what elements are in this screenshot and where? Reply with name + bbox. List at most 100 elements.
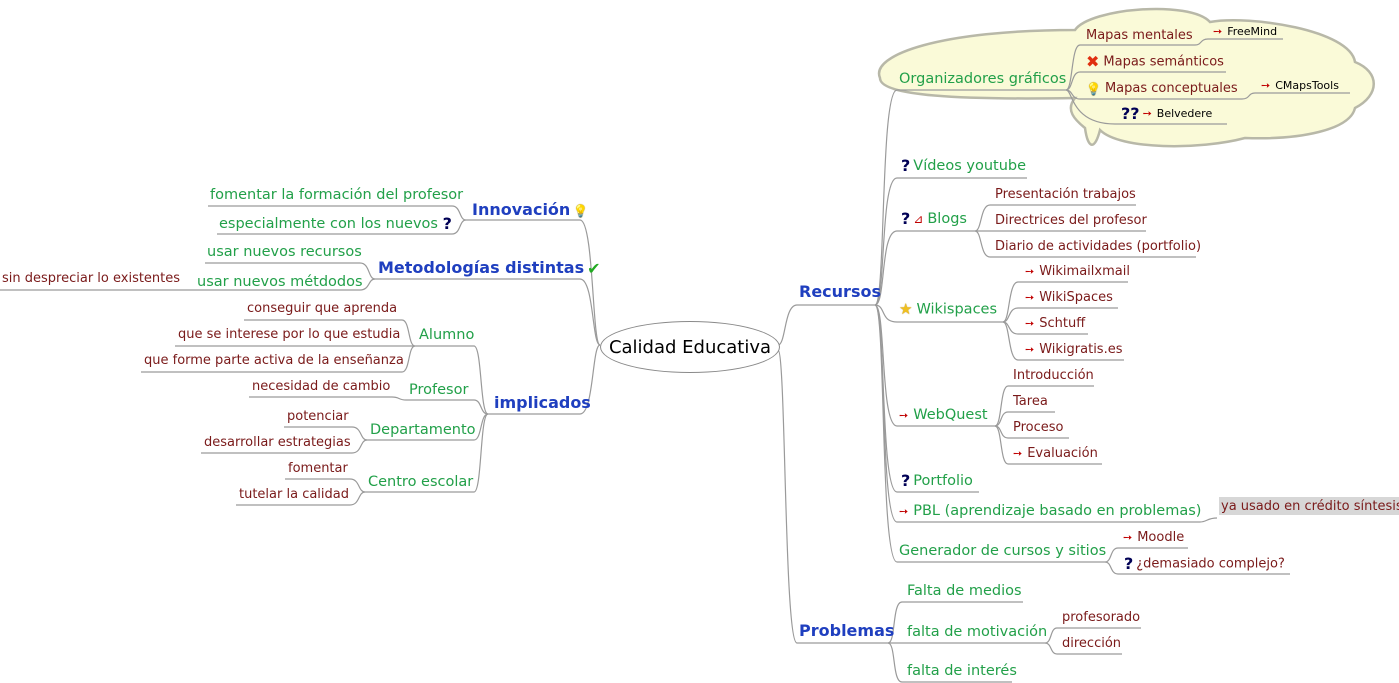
arrow-icon: ➙	[1123, 531, 1133, 544]
node-problemas[interactable]: Problemas	[799, 621, 895, 640]
node-alumno[interactable]: Alumno	[419, 327, 475, 343]
node-sin-despreciar[interactable]: sin despreciar lo existentes	[2, 271, 181, 286]
node-pbl-label: PBL (aprendizaje basado en problemas)	[913, 503, 1202, 519]
node-demasiado-complejo[interactable]: ?¿demasiado complejo?	[1124, 556, 1285, 572]
node-profesorado[interactable]: profesorado	[1062, 610, 1141, 625]
node-forme-parte[interactable]: que forme parte activa de la enseñanza	[144, 353, 404, 368]
question-icon: ?	[901, 156, 911, 175]
question-icon: ?	[1121, 104, 1131, 123]
node-webquest-label: WebQuest	[913, 407, 988, 423]
node-moodle[interactable]: ➙Moodle	[1123, 531, 1184, 544]
node-usar-recursos[interactable]: usar nuevos recursos	[207, 244, 362, 260]
cross-icon: ✖	[1086, 52, 1100, 71]
node-evaluacion[interactable]: ➙ Evaluación	[1013, 447, 1098, 460]
node-belvedere[interactable]: ??➙Belvedere	[1121, 106, 1212, 122]
cloud-shape	[877, 7, 1375, 148]
node-potenciar[interactable]: potenciar	[287, 409, 349, 424]
node-portfolio-label: Portfolio	[913, 473, 973, 489]
node-falta-medios[interactable]: Falta de medios	[907, 583, 1022, 599]
node-tarea[interactable]: Tarea	[1013, 394, 1048, 409]
node-recursos[interactable]: Recursos	[799, 282, 881, 301]
root-node[interactable]: Calidad Educativa	[600, 321, 780, 373]
node-diario-actividades[interactable]: Diario de actividades (portfolio)	[995, 239, 1202, 254]
idea-icon: 💡	[573, 203, 589, 218]
node-profesor[interactable]: Profesor	[409, 382, 469, 398]
node-freemind[interactable]: ➙ FreeMind	[1213, 26, 1277, 37]
node-especialmente-nuevos[interactable]: especialmente con los nuevos ?	[219, 216, 455, 232]
node-proceso[interactable]: Proceso	[1013, 420, 1064, 435]
node-demasiado-complejo-label: ¿demasiado complejo?	[1136, 556, 1285, 572]
question-icon: ?	[901, 471, 911, 490]
node-cmapstools-label: CMapsTools	[1275, 79, 1339, 92]
node-cmapstools[interactable]: ➙CMapsTools	[1261, 80, 1339, 91]
question-icon: ?	[901, 209, 911, 228]
node-freemind-label: FreeMind	[1227, 25, 1278, 38]
node-metodologias[interactable]: Metodologías distintas✔	[378, 260, 601, 277]
arrow-icon: ➙	[899, 505, 909, 518]
arrow-icon: ➙	[1025, 317, 1035, 330]
arrow-icon: ➙	[1013, 447, 1023, 460]
node-introduccion[interactable]: Introducción	[1013, 368, 1094, 383]
node-departamento[interactable]: Departamento	[370, 422, 476, 438]
node-directrices-profesor[interactable]: Directrices del profesor	[995, 213, 1147, 228]
node-portfolio[interactable]: ?Portfolio	[901, 473, 973, 489]
node-evaluacion-label: Evaluación	[1027, 446, 1098, 461]
node-generador[interactable]: Generador de cursos y sitios	[899, 543, 1107, 559]
node-wikigratis-label: Wikigratis.es	[1039, 342, 1123, 357]
node-mapas-mentales[interactable]: Mapas mentales	[1086, 28, 1193, 43]
arrow-icon: ➙	[1025, 291, 1035, 304]
node-mapas-conceptuales-label: Mapas conceptuales	[1104, 81, 1238, 96]
arrow-icon: ➙	[1025, 343, 1035, 356]
node-organizadores[interactable]: Organizadores gráficos	[899, 71, 1067, 87]
node-wikispaces-child[interactable]: ➙ WikiSpaces	[1025, 291, 1113, 304]
node-schtuff[interactable]: ➙Schtuff	[1025, 317, 1085, 330]
node-fomentar[interactable]: fomentar	[288, 461, 348, 476]
check-icon: ✔	[587, 258, 601, 278]
arrow-icon: ➙	[1025, 265, 1035, 278]
node-innovacion[interactable]: Innovación💡	[472, 202, 588, 218]
node-wikispaces-label: Wikispaces	[916, 301, 998, 318]
flag-icon: ⊿	[913, 212, 924, 226]
node-direccion[interactable]: dirección	[1062, 636, 1122, 651]
node-wikispaces-child-label: WikiSpaces	[1039, 290, 1113, 305]
question-icon: ?	[1124, 554, 1134, 573]
node-falta-motivacion[interactable]: falta de motivación	[907, 624, 1048, 640]
node-presentacion-trabajos[interactable]: Presentación trabajos	[995, 187, 1136, 202]
node-blogs-label: Blogs	[927, 211, 967, 227]
arrow-icon: ➙	[1213, 25, 1223, 38]
node-webquest[interactable]: ➙ WebQuest	[899, 408, 988, 423]
node-metodologias-label: Metodologías distintas	[378, 258, 585, 277]
question-icon: ?	[442, 214, 452, 233]
node-desarrollar-estrategias[interactable]: desarrollar estrategias	[204, 435, 351, 450]
node-fomentar-formacion[interactable]: fomentar la formación del profesor	[210, 187, 464, 203]
node-belvedere-label: Belvedere	[1156, 107, 1213, 120]
arrow-icon: ➙	[899, 409, 909, 422]
node-se-interese[interactable]: que se interese por lo que estudia	[178, 327, 401, 342]
node-mapas-semanticos-label: Mapas semánticos	[1103, 54, 1224, 70]
node-videos-youtube[interactable]: ?Vídeos youtube	[901, 158, 1026, 174]
node-mapas-conceptuales[interactable]: 💡Mapas conceptuales	[1086, 82, 1238, 95]
node-pbl-note[interactable]: ya usado en crédito síntesis	[1219, 497, 1399, 515]
node-wikigratis[interactable]: ➙ Wikigratis.es	[1025, 343, 1123, 356]
node-falta-interes[interactable]: falta de interés	[907, 663, 1017, 679]
node-tutelar-calidad[interactable]: tutelar la calidad	[239, 487, 350, 502]
node-pbl[interactable]: ➙ PBL (aprendizaje basado en problemas)	[899, 504, 1201, 519]
arrow-icon: ➙	[1142, 107, 1152, 120]
node-innovacion-label: Innovación	[472, 200, 571, 219]
node-blogs[interactable]: ?⊿Blogs	[901, 211, 967, 227]
node-implicados[interactable]: implicados	[494, 393, 591, 412]
question-icon: ?	[1130, 104, 1140, 123]
node-centro-escolar[interactable]: Centro escolar	[368, 474, 474, 490]
node-mapas-semanticos[interactable]: ✖Mapas semánticos	[1086, 54, 1224, 70]
node-wikimailxmail-label: Wikimailxmail	[1039, 264, 1130, 279]
node-especialmente-label: especialmente con los nuevos	[219, 216, 438, 232]
node-conseguir-aprenda[interactable]: conseguir que aprenda	[247, 301, 398, 316]
node-videos-label: Vídeos youtube	[913, 158, 1027, 174]
node-necesidad-cambio[interactable]: necesidad de cambio	[252, 379, 391, 394]
node-wikimailxmail[interactable]: ➙ Wikimailxmail	[1025, 265, 1130, 278]
star-icon: ★	[899, 300, 913, 318]
node-usar-metodos[interactable]: usar nuevos métdodos	[197, 274, 363, 290]
idea-icon: 💡	[1086, 81, 1101, 96]
node-wikispaces[interactable]: ★Wikispaces	[899, 302, 997, 317]
